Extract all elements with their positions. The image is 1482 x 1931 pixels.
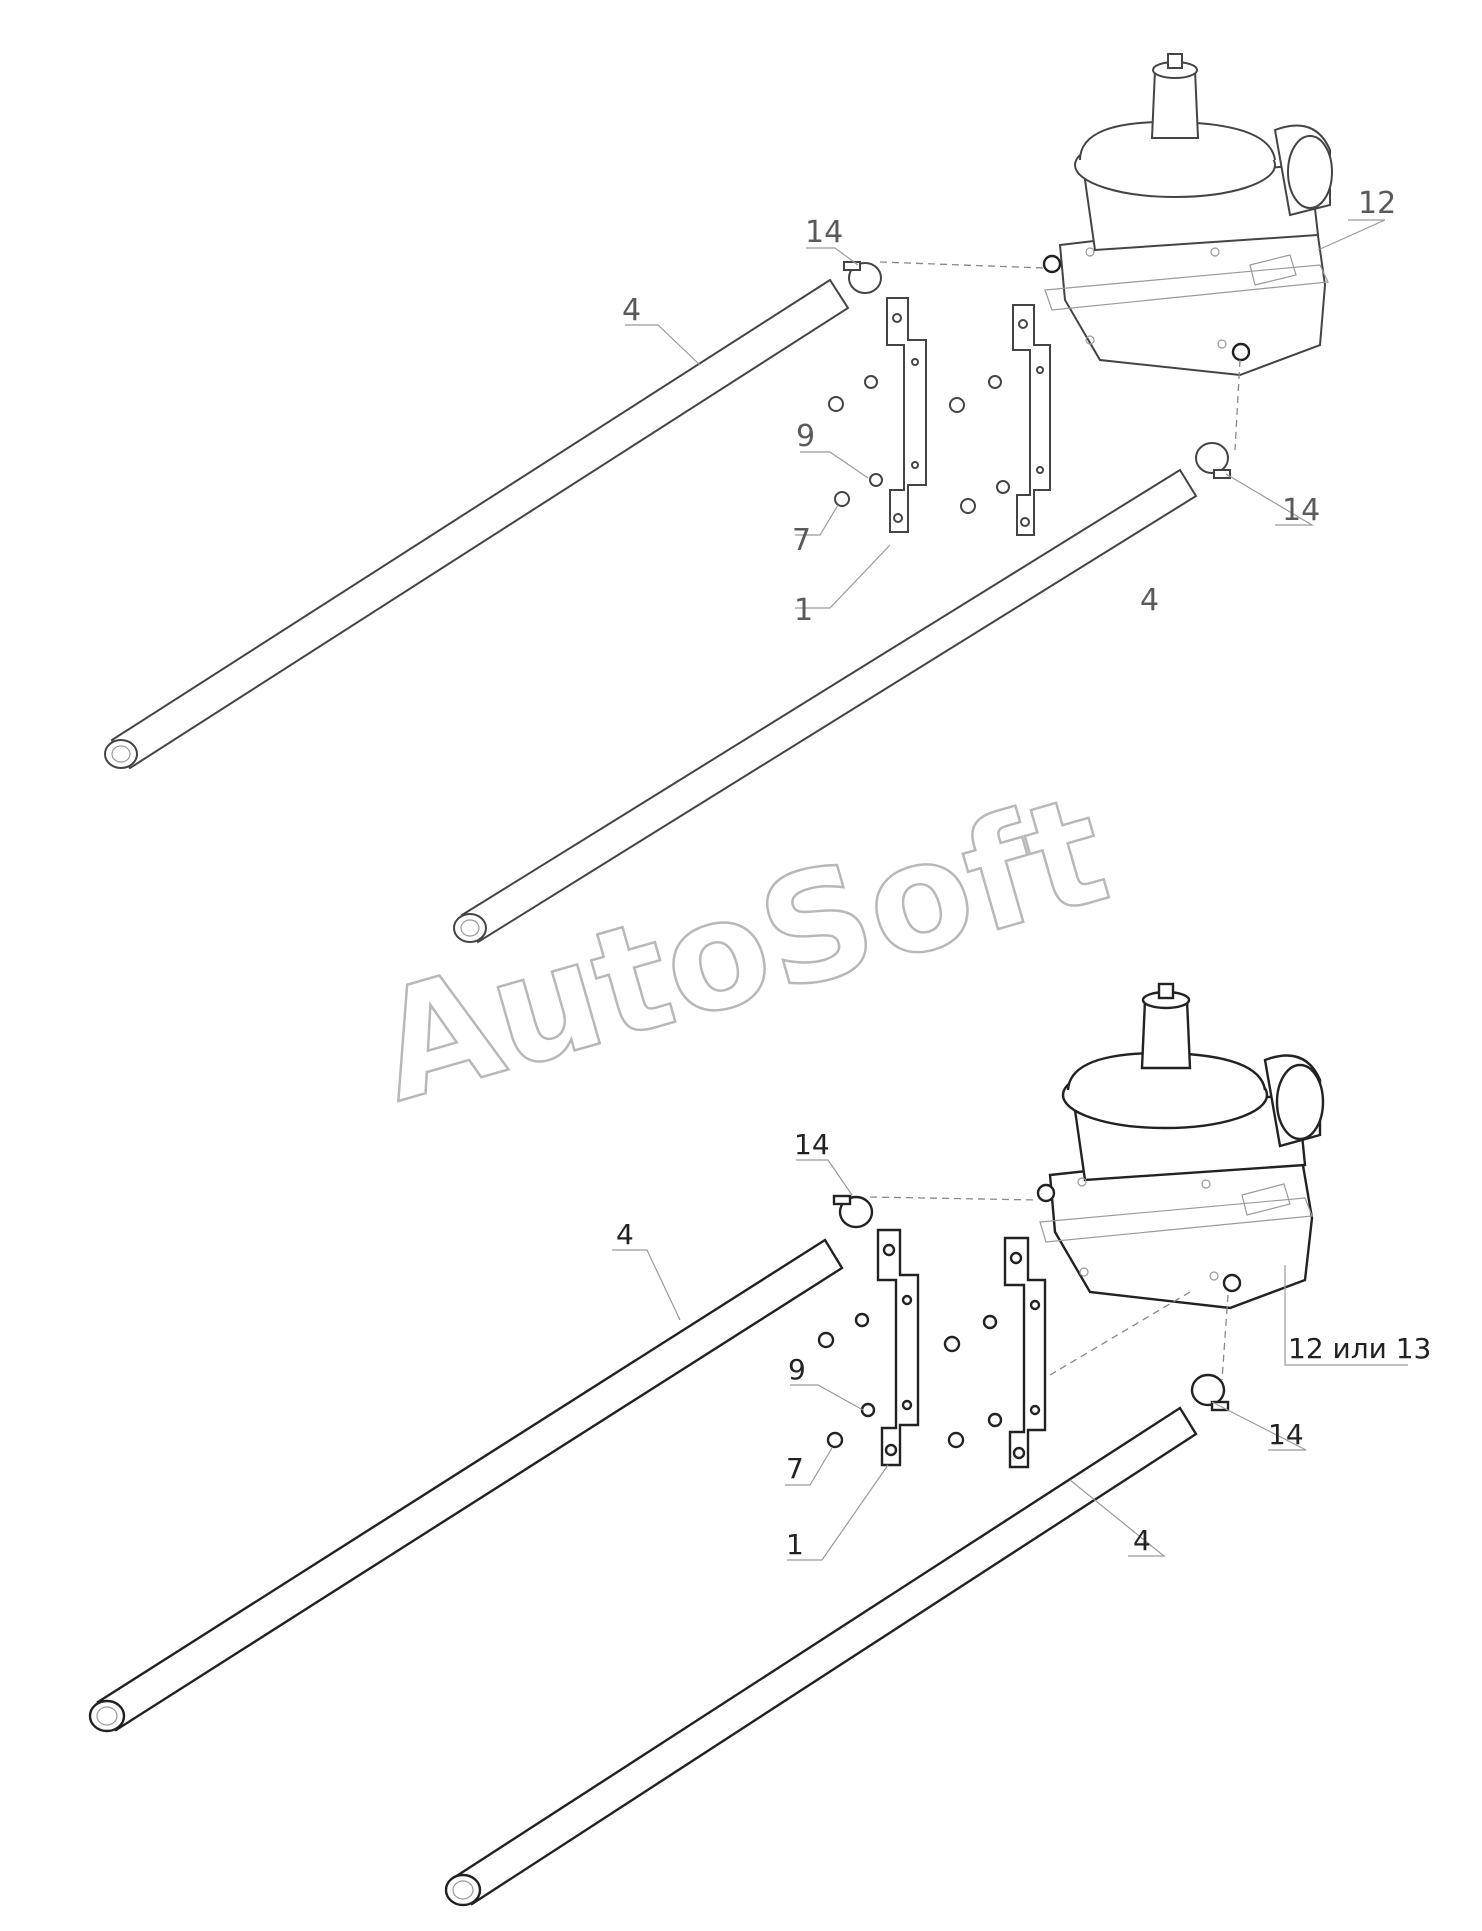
leaders-upper	[625, 219, 1386, 609]
callout-tube-right: 4	[1133, 1524, 1151, 1557]
callout-tube-left: 4	[616, 1218, 634, 1251]
callout-clamp-bottom: 14	[1268, 1418, 1304, 1451]
callout-clamp-top: 14	[794, 1128, 830, 1161]
callout-heater: 12	[1358, 186, 1396, 221]
fasteners-upper	[828, 375, 1010, 514]
heater-lower	[1036, 982, 1325, 1310]
callout-bolt: 7	[786, 1452, 804, 1485]
callout-washer: 9	[788, 1353, 806, 1386]
callout-washer: 9	[796, 419, 815, 454]
clamp-upper-bottom	[1195, 442, 1231, 479]
bracket-upper-left	[886, 297, 927, 533]
callout-clamp-bottom: 14	[1282, 493, 1320, 528]
tube-upper-right	[453, 468, 1198, 944]
clamp-lower-bottom	[1190, 1373, 1230, 1412]
callout-bracket: 1	[794, 593, 813, 628]
bracket-upper-right	[1012, 304, 1051, 536]
watermark-text: AutoSoft	[360, 763, 1125, 1136]
leaders-lower	[612, 1159, 1408, 1561]
tube-lower-left	[88, 1238, 844, 1733]
callout-tube-left: 4	[622, 293, 641, 328]
callout-tube-right: 4	[1140, 583, 1159, 618]
fasteners-lower	[817, 1312, 1003, 1449]
bracket-lower-right	[1003, 1236, 1047, 1469]
heater-upper	[1042, 53, 1333, 377]
clamp-upper-top	[843, 261, 882, 294]
callout-bracket: 1	[786, 1528, 804, 1561]
callout-clamp-top: 14	[805, 215, 843, 250]
upper-view: 14 12 4 9 7 1 4 14	[104, 53, 1396, 944]
callout-bolt: 7	[792, 523, 811, 558]
clamp-lower-top	[832, 1194, 874, 1229]
bracket-lower-left	[876, 1228, 920, 1467]
lower-view: 14 12 или 13 4 9 7 1 4 14	[88, 982, 1431, 1907]
callout-heater: 12 или 13	[1288, 1332, 1431, 1365]
tube-lower-right	[444, 1406, 1198, 1907]
tube-upper-left	[104, 278, 850, 770]
